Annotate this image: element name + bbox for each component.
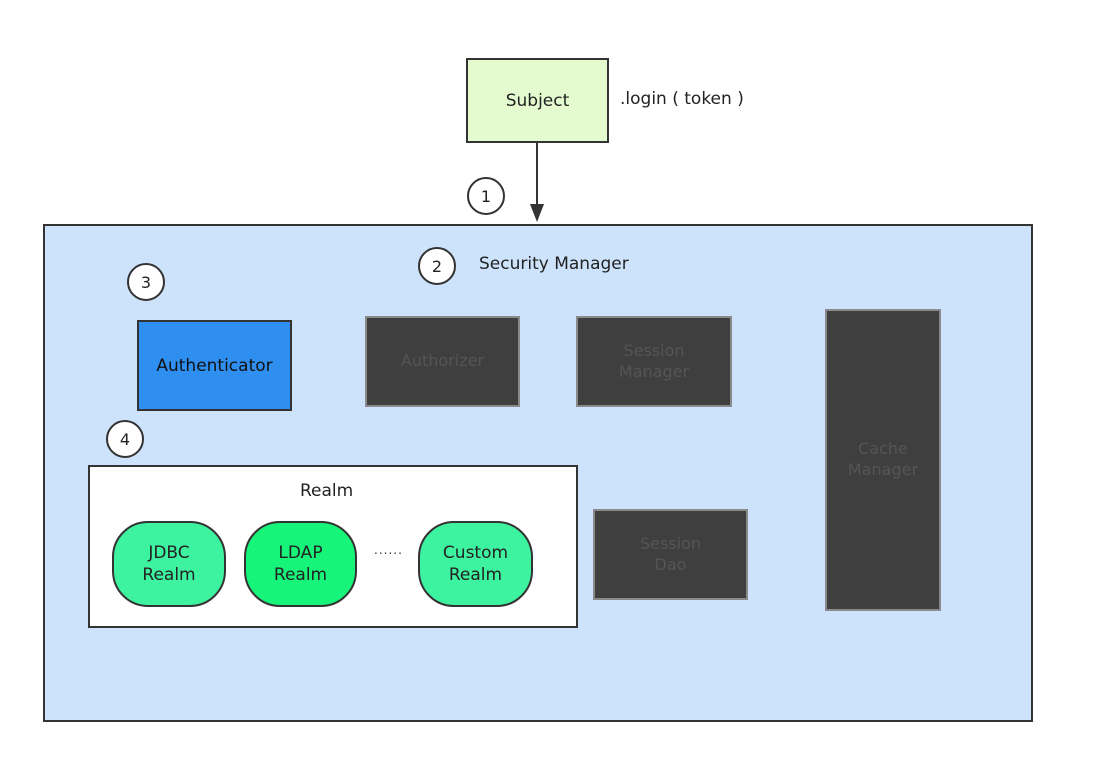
custom-realm-line1: Custom [442,542,509,563]
step-3-number: 3 [140,272,152,292]
authenticator-label: Authenticator [156,355,273,376]
authenticator-box: Authenticator [137,320,292,411]
step-4-number: 4 [119,429,131,449]
subject-label: Subject [505,90,570,111]
jdbc-realm-line1: JDBC [148,542,190,563]
session-manager-box: Session Manager [576,316,732,407]
step-2-badge: 2 [418,247,456,285]
session-dao-label-line1: Session [639,533,702,553]
cache-manager-label-line2: Manager [847,460,919,479]
step-2-number: 2 [431,256,443,276]
step-1-number: 1 [480,186,492,206]
step-4-badge: 4 [106,420,144,458]
step-3-badge: 3 [127,263,165,301]
realm-ellipsis: ...... [374,543,403,557]
ldap-realm-line2: Realm [273,565,328,585]
ldap-realm-line1: LDAP [278,542,323,563]
authorizer-box: Authorizer [365,316,520,407]
login-call-label: .login ( token ) [620,89,744,109]
session-dao-label-line2: Dao [654,554,687,574]
ldap-realm: LDAP Realm [244,521,357,607]
cache-manager-box: Cache Manager [825,309,941,611]
jdbc-realm: JDBC Realm [112,521,226,607]
realm-title: Realm [300,481,354,501]
security-manager-title: Security Manager [479,254,629,274]
session-manager-label-line2: Manager [618,361,690,381]
custom-realm-line2: Realm [448,565,503,585]
session-dao-box: Session Dao [593,509,748,600]
step-1-badge: 1 [467,177,505,215]
authorizer-label: Authorizer [400,351,485,371]
session-manager-label-line1: Session [623,340,685,360]
subject-box: Subject [466,58,609,143]
cache-manager-label-line1: Cache [858,439,908,459]
custom-realm: Custom Realm [418,521,533,607]
jdbc-realm-line2: Realm [142,565,196,585]
